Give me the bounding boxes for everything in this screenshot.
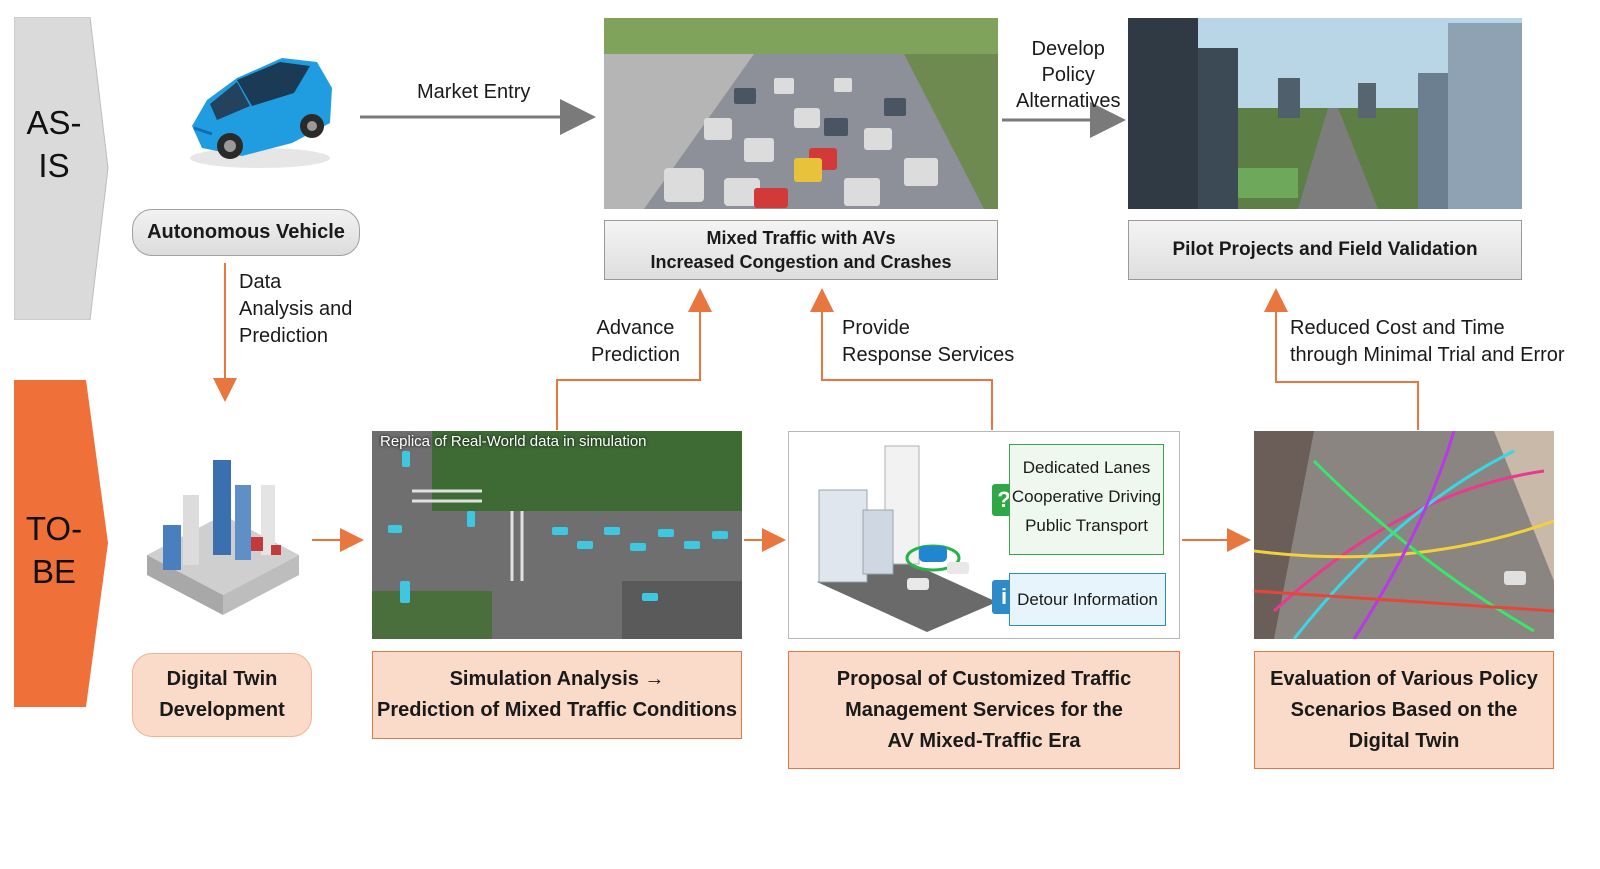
- proposal-label-line1: Proposal of Customized Traffic: [836, 667, 1132, 690]
- service-option: Dedicated Lanes: [1022, 458, 1151, 477]
- evaluation-label: Evaluation of Various Policy Scenarios B…: [1254, 651, 1554, 769]
- mixed-traffic-label-line2: Increased Congestion and Crashes: [650, 252, 952, 272]
- pilot-city-photo: [1128, 18, 1522, 209]
- simulation-label-line2: Prediction of Mixed Traffic Conditions: [376, 699, 738, 721]
- reduced-cost-arrow: [1264, 288, 1419, 430]
- detour-info-box: Detour Information: [1009, 573, 1166, 626]
- market-entry-label: Market Entry: [417, 81, 531, 103]
- digital-twin-city-icon: [143, 455, 303, 620]
- service-option: Public Transport: [1025, 516, 1148, 535]
- proposal-label-line3: AV Mixed-Traffic Era: [887, 729, 1081, 752]
- to-be-tag: TO- BE: [14, 380, 109, 707]
- mixed-traffic-label-line1: Mixed Traffic with AVs: [706, 228, 896, 248]
- evaluation-label-line1: Evaluation of Various Policy: [1270, 667, 1538, 690]
- to-be-tag-label: TO- BE: [25, 510, 83, 590]
- service-option: Cooperative Driving: [1011, 487, 1162, 506]
- proposal-label: Proposal of Customized Traffic Managemen…: [788, 651, 1180, 769]
- mixed-traffic-photo: [604, 18, 998, 209]
- advance-prediction-arrow: [556, 288, 712, 430]
- reduced-cost-label: Reduced Cost and Time through Minimal Tr…: [1290, 317, 1565, 366]
- evaluation-label-line3: Digital Twin: [1348, 729, 1460, 752]
- as-is-tag: AS- IS: [14, 17, 109, 320]
- simulation-photo: Replica of Real-World data in simulation: [372, 431, 742, 639]
- detour-info-label: Detour Information: [1017, 589, 1158, 609]
- evaluation-label-line2: Scenarios Based on the: [1290, 698, 1518, 721]
- as-is-tag-label: AS- IS: [26, 104, 82, 184]
- provide-response-arrow: [810, 288, 993, 430]
- simulation-caption: Replica of Real-World data in simulation: [380, 433, 647, 450]
- simulation-label-line1: Simulation Analysis →: [449, 668, 665, 690]
- digital-twin-label-line2: Development: [159, 699, 285, 721]
- autonomous-vehicle-label: Autonomous Vehicle: [132, 209, 360, 256]
- simulation-label: Simulation Analysis → Prediction of Mixe…: [372, 651, 742, 739]
- service-city-illustration: [817, 445, 997, 632]
- digital-twin-label: Digital Twin Development: [132, 653, 312, 737]
- develop-policy-label: Develop Policy Alternatives: [1016, 38, 1121, 112]
- evaluation-scenario-photo: [1254, 431, 1554, 639]
- autonomous-car-icon: [182, 48, 337, 173]
- pilot-projects-label-text: Pilot Projects and Field Validation: [1172, 239, 1478, 260]
- advance-prediction-label: Advance Prediction: [591, 317, 680, 366]
- mixed-traffic-label: Mixed Traffic with AVs Increased Congest…: [604, 220, 998, 280]
- provide-response-label: Provide Response Services: [842, 317, 1015, 366]
- pilot-projects-label: Pilot Projects and Field Validation: [1128, 220, 1522, 280]
- proposal-label-line2: Management Services for the: [845, 698, 1123, 721]
- digital-twin-label-line1: Digital Twin: [166, 668, 278, 690]
- service-options-box: Dedicated Lanes Cooperative Driving Publ…: [1009, 444, 1164, 555]
- data-analysis-label: Data Analysis and Prediction: [239, 271, 353, 347]
